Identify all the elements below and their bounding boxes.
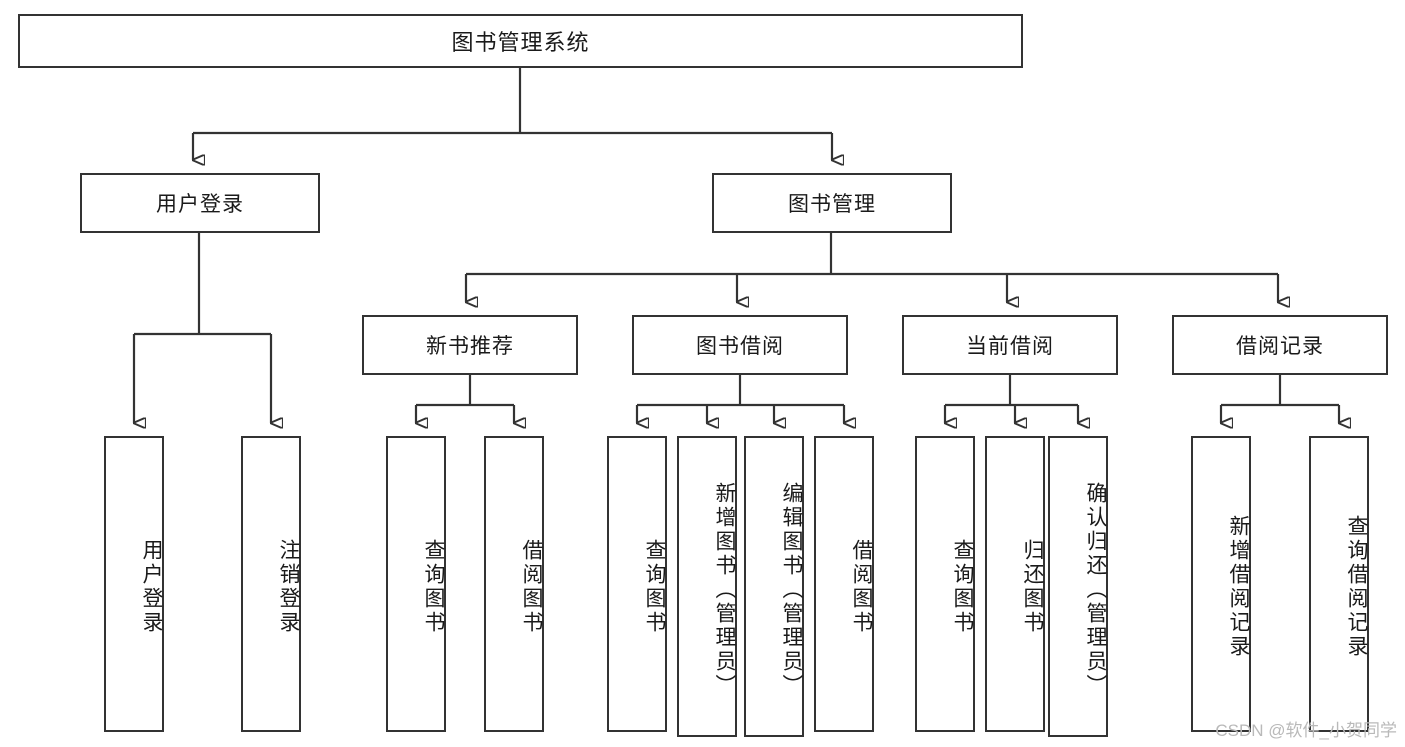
leaf-query-book-2[interactable]: 查询图书 <box>607 436 667 732</box>
leaf-query-book-1-label: 查询图书 <box>422 539 445 635</box>
leaf-return-book-label: 归还图书 <box>1021 539 1044 635</box>
watermark: CSDN @软件_小贺同学 <box>1215 721 1397 740</box>
node-book-manage-label: 图书管理 <box>788 193 876 216</box>
leaf-user-login-label: 用户登录 <box>140 539 163 635</box>
leaf-confirm-return[interactable]: 确认归还（管理员） <box>1048 436 1108 737</box>
leaf-query-book-2-label: 查询图书 <box>643 539 666 635</box>
node-user-login-label: 用户登录 <box>156 193 244 216</box>
node-new-book-rec[interactable]: 新书推荐 <box>362 315 578 375</box>
leaf-edit-book-label: 编辑图书（管理员） <box>780 481 803 698</box>
leaf-query-book-3-label: 查询图书 <box>951 539 974 635</box>
leaf-query-record-label: 查询借阅记录 <box>1345 515 1368 659</box>
leaf-user-login[interactable]: 用户登录 <box>104 436 164 732</box>
leaf-borrow-book-1-label: 借阅图书 <box>520 539 543 635</box>
node-current-borrow[interactable]: 当前借阅 <box>902 315 1118 375</box>
node-book-borrow-label: 图书借阅 <box>696 335 784 358</box>
leaf-query-book-1[interactable]: 查询图书 <box>386 436 446 732</box>
node-book-manage[interactable]: 图书管理 <box>712 173 952 233</box>
node-root-label: 图书管理系统 <box>451 30 590 55</box>
leaf-borrow-book-1[interactable]: 借阅图书 <box>484 436 544 732</box>
node-new-book-rec-label: 新书推荐 <box>426 335 514 358</box>
node-root[interactable]: 图书管理系统 <box>18 14 1023 68</box>
leaf-logout-label: 注销登录 <box>277 539 300 635</box>
leaf-add-book-label: 新增图书（管理员） <box>713 481 736 698</box>
node-current-borrow-label: 当前借阅 <box>966 335 1054 358</box>
leaf-add-record[interactable]: 新增借阅记录 <box>1191 436 1251 732</box>
leaf-query-book-3[interactable]: 查询图书 <box>915 436 975 732</box>
node-borrow-record-label: 借阅记录 <box>1236 335 1324 358</box>
node-book-borrow[interactable]: 图书借阅 <box>632 315 848 375</box>
leaf-edit-book[interactable]: 编辑图书（管理员） <box>744 436 804 737</box>
node-borrow-record[interactable]: 借阅记录 <box>1172 315 1388 375</box>
leaf-borrow-book-2[interactable]: 借阅图书 <box>814 436 874 732</box>
leaf-add-book[interactable]: 新增图书（管理员） <box>677 436 737 737</box>
leaf-return-book[interactable]: 归还图书 <box>985 436 1045 732</box>
leaf-borrow-book-2-label: 借阅图书 <box>850 539 873 635</box>
leaf-logout[interactable]: 注销登录 <box>241 436 301 732</box>
node-user-login[interactable]: 用户登录 <box>80 173 320 233</box>
leaf-confirm-return-label: 确认归还（管理员） <box>1084 481 1107 698</box>
leaf-add-record-label: 新增借阅记录 <box>1227 515 1250 659</box>
leaf-query-record[interactable]: 查询借阅记录 <box>1309 436 1369 732</box>
